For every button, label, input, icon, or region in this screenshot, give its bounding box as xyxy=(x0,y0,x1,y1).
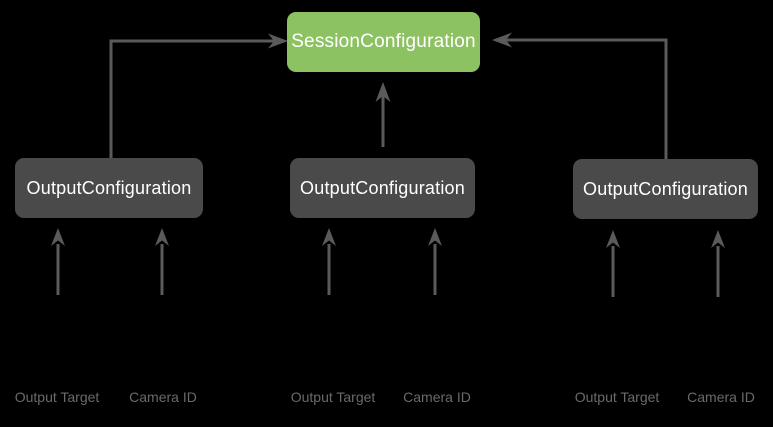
output-configuration-node-2: OutputConfiguration xyxy=(290,158,475,218)
label-camera-id-2: Camera ID xyxy=(403,389,471,405)
label-output-target-3: Output Target xyxy=(574,389,660,405)
session-configuration-label: SessionConfiguration xyxy=(291,31,476,52)
arrow-output-target-3 xyxy=(606,230,620,297)
arrow-camera-id-3 xyxy=(711,230,725,297)
arrow-camera-id-2 xyxy=(428,228,442,295)
arrow-camera-id-1 xyxy=(155,228,169,295)
arrow-output3-to-session xyxy=(492,32,668,159)
label-camera-id-3: Camera ID xyxy=(687,389,755,405)
output-configuration-node-1: OutputConfiguration xyxy=(15,158,203,218)
session-configuration-node: SessionConfiguration xyxy=(287,12,480,72)
output-configuration-label-3: OutputConfiguration xyxy=(583,178,748,199)
arrow-output-target-1 xyxy=(51,228,65,295)
output-configuration-label-1: OutputConfiguration xyxy=(26,177,192,198)
arrow-output2-to-session xyxy=(375,82,391,147)
output-configuration-node-3: OutputConfiguration xyxy=(573,159,758,219)
arrow-output1-to-session xyxy=(109,33,288,158)
label-camera-id-1: Camera ID xyxy=(129,389,197,405)
label-output-target-1: Output Target xyxy=(14,389,100,405)
arrow-output-target-2 xyxy=(322,228,336,295)
output-configuration-label-2: OutputConfiguration xyxy=(300,177,465,198)
label-output-target-2: Output Target xyxy=(290,389,376,405)
